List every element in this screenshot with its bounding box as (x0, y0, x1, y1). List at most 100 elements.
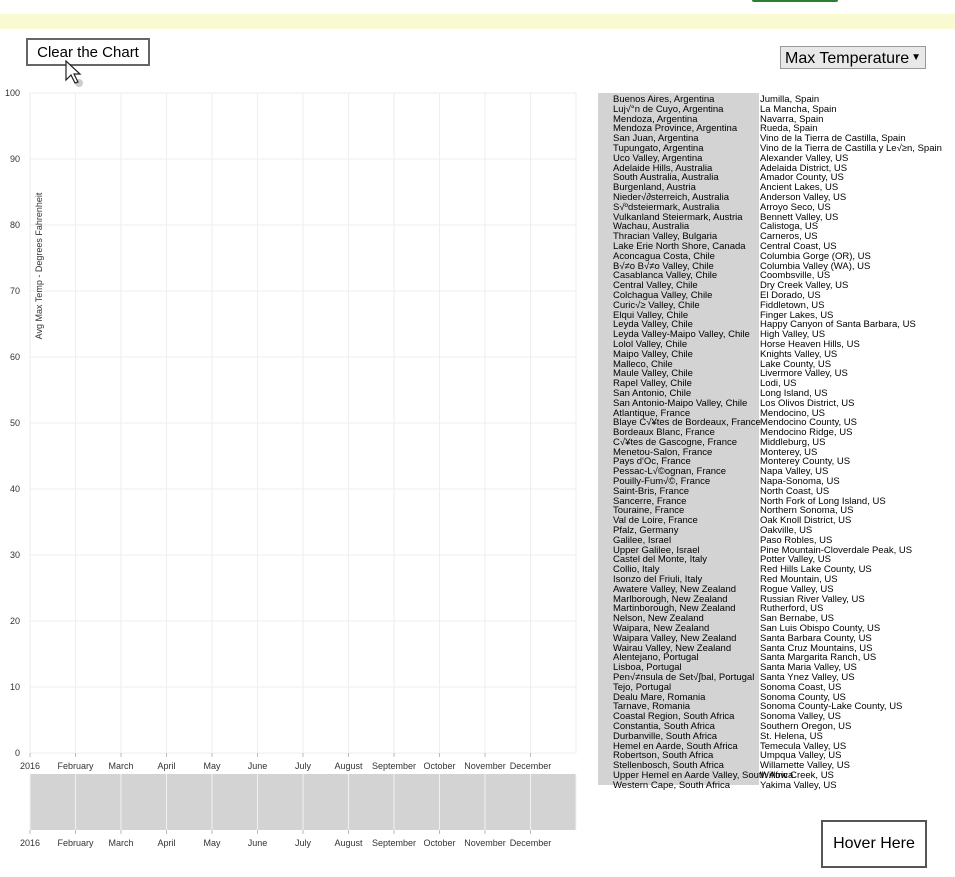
region-item[interactable]: Amador County, US (760, 172, 844, 184)
region-item[interactable]: Navarra, Spain (760, 113, 824, 125)
region-item[interactable]: Malleco, Chile (613, 358, 673, 370)
region-item[interactable]: Napa-Sonoma, US (760, 476, 840, 488)
region-item[interactable]: Tarnave, Romania (613, 701, 691, 713)
region-item[interactable]: Leyda Valley, Chile (613, 319, 693, 331)
region-item[interactable]: Aconcagua Costa, Chile (613, 250, 715, 262)
region-item[interactable]: Anderson Valley, US (760, 191, 847, 203)
region-item[interactable]: South Australia, Australia (613, 172, 719, 184)
region-item[interactable]: Pen√≠nsula de Set√∫bal, Portugal (613, 672, 755, 684)
region-item[interactable]: Paso Robles, US (760, 534, 833, 546)
region-item[interactable]: Tupungato, Argentina (613, 142, 704, 154)
region-item[interactable]: Horse Heaven Hills, US (760, 338, 860, 350)
region-item[interactable]: Oakville, US (760, 525, 813, 537)
region-item[interactable]: Middleburg, US (760, 436, 826, 448)
region-item[interactable]: Awatere Valley, New Zealand (613, 583, 737, 595)
region-item[interactable]: Finger Lakes, US (760, 309, 834, 321)
region-item[interactable]: Collio, Italy (613, 564, 660, 576)
region-item[interactable]: Temecula Valley, US (760, 740, 847, 752)
region-item[interactable]: Waipara Valley, New Zealand (613, 632, 737, 644)
region-item[interactable]: Uco Valley, Argentina (613, 152, 703, 164)
region-item[interactable]: Pine Mountain-Cloverdale Peak, US (760, 544, 913, 556)
region-item[interactable]: Leyda Valley-Maipo Valley, Chile (613, 329, 750, 341)
region-item[interactable]: Colchagua Valley, Chile (613, 289, 713, 301)
region-item[interactable]: Southern Oregon, US (760, 721, 852, 732)
region-item[interactable]: Wachau, Australia (613, 221, 690, 233)
region-item[interactable]: Red Hills Lake County, US (760, 564, 872, 576)
region-item[interactable]: Thracian Valley, Bulgaria (613, 231, 718, 243)
region-item[interactable]: San Luis Obispo County, US (760, 623, 881, 635)
region-item[interactable]: Bordeaux Blanc, France (613, 427, 715, 439)
region-item[interactable]: Columbia Valley (WA), US (760, 260, 871, 272)
region-item[interactable]: Menetou-Salon, France (613, 446, 713, 458)
region-item[interactable]: Vino de la Tierra de Castilla y Le√≥n, S… (760, 142, 942, 154)
region-item[interactable]: San Antonio, Chile (613, 387, 692, 399)
region-item[interactable]: Santa Ynez Valley, US (760, 672, 855, 684)
region-item[interactable]: Pouilly-Fum√©, France (613, 476, 711, 488)
region-item[interactable]: Upper Hemel en Aarde Valley, South Afric… (613, 769, 794, 781)
region-item[interactable]: Napa Valley, US (760, 466, 829, 478)
region-item[interactable]: Calistoga, US (760, 221, 819, 233)
region-item[interactable]: Sonoma County, US (760, 691, 846, 703)
region-item[interactable]: Blaye C√¥tes de Bordeaux, France (613, 417, 761, 429)
region-item[interactable]: Maule Valley, Chile (613, 368, 693, 380)
region-item[interactable]: Monterey, US (760, 446, 818, 458)
region-item[interactable]: B√≠o B√≠o Valley, Chile (613, 260, 714, 272)
region-item[interactable]: Mendoza, Argentina (613, 113, 698, 125)
region-item[interactable]: Santa Barbara County, US (760, 632, 872, 644)
region-item[interactable]: Robertson, South Africa (613, 750, 714, 762)
region-item[interactable]: S√ºdsteiermark, Australia (613, 201, 720, 213)
region-item[interactable]: Los Olivos District, US (760, 397, 855, 409)
region-item[interactable]: High Valley, US (760, 329, 826, 341)
region-item[interactable]: Bennett Valley, US (760, 211, 839, 223)
region-item[interactable]: Jumilla, Spain (760, 94, 820, 105)
region-item[interactable]: Isonzo del Friuli, Italy (613, 574, 703, 586)
region-item[interactable]: Carneros, US (760, 231, 818, 243)
region-item[interactable]: Galilee, Israel (613, 534, 672, 546)
region-item[interactable]: Vino de la Tierra de Castilla, Spain (760, 133, 906, 145)
region-item[interactable]: Durbanville, South Africa (613, 730, 718, 742)
region-item[interactable]: Lodi, US (760, 378, 797, 390)
region-item[interactable]: Nelson, New Zealand (613, 613, 704, 625)
region-item[interactable]: Oak Knoll District, US (760, 515, 852, 527)
region-item[interactable]: Dry Creek Valley, US (760, 280, 849, 292)
region-item[interactable]: Castel del Monte, Italy (613, 554, 707, 566)
region-item[interactable]: Central Valley, Chile (613, 280, 698, 292)
region-item[interactable]: Willamette Valley, US (760, 760, 850, 772)
region-item[interactable]: Santa Margarita Ranch, US (760, 652, 877, 664)
region-item[interactable]: Pfalz, Germany (613, 525, 679, 537)
region-item[interactable]: Buenos Aires, Argentina (613, 94, 715, 105)
region-item[interactable]: North Coast, US (760, 485, 830, 497)
region-item[interactable]: Adelaida District, US (760, 162, 848, 174)
region-item[interactable]: Nieder√∂sterreich, Australia (613, 191, 730, 203)
region-item[interactable]: Mendoza Province, Argentina (613, 123, 738, 135)
region-item[interactable]: Waipara, New Zealand (613, 623, 710, 635)
region-item[interactable]: Lolol Valley, Chile (613, 338, 688, 350)
region-item[interactable]: Potter Valley, US (760, 554, 831, 566)
region-item[interactable]: Coombsville, US (760, 270, 831, 282)
region-item[interactable]: Happy Canyon of Santa Barbara, US (760, 319, 916, 331)
region-item[interactable]: Coastal Region, South Africa (613, 711, 735, 723)
region-item[interactable]: Rutherford, US (760, 603, 824, 615)
region-item[interactable]: Tejo, Portugal (613, 681, 672, 693)
region-item[interactable]: Stellenbosch, South Africa (613, 760, 724, 772)
region-item[interactable]: St. Helena, US (760, 730, 823, 742)
region-item[interactable]: Atlantique, France (613, 407, 691, 419)
region-item[interactable]: Val de Loire, France (613, 515, 698, 527)
region-item[interactable]: Livermore Valley, US (760, 368, 848, 380)
region-item[interactable]: Rogue Valley, US (760, 583, 834, 595)
region-item[interactable]: North Fork of Long Island, US (760, 495, 886, 507)
region-item[interactable]: Western Cape, South Africa (613, 779, 731, 791)
region-item[interactable]: Long Island, US (760, 387, 828, 399)
region-item[interactable]: Pays d'Oc, France (613, 456, 691, 468)
region-item[interactable]: Burgenland, Austria (613, 182, 696, 194)
clear-chart-button[interactable]: Clear the Chart (26, 38, 150, 66)
region-item[interactable]: Maipo Valley, Chile (613, 348, 693, 360)
region-item[interactable]: Alexander Valley, US (760, 152, 849, 164)
region-item[interactable]: Dealu Mare, Romania (613, 691, 706, 703)
region-item[interactable]: Santa Cruz Mountains, US (760, 642, 873, 654)
region-item[interactable]: Willow Creek, US (760, 769, 834, 781)
region-item[interactable]: Sonoma County-Lake County, US (760, 701, 903, 713)
region-item[interactable]: Alentejano, Portugal (613, 652, 699, 664)
region-item[interactable]: Constantia, South Africa (613, 721, 715, 732)
region-item[interactable]: Wairau Valley, New Zealand (613, 642, 732, 654)
